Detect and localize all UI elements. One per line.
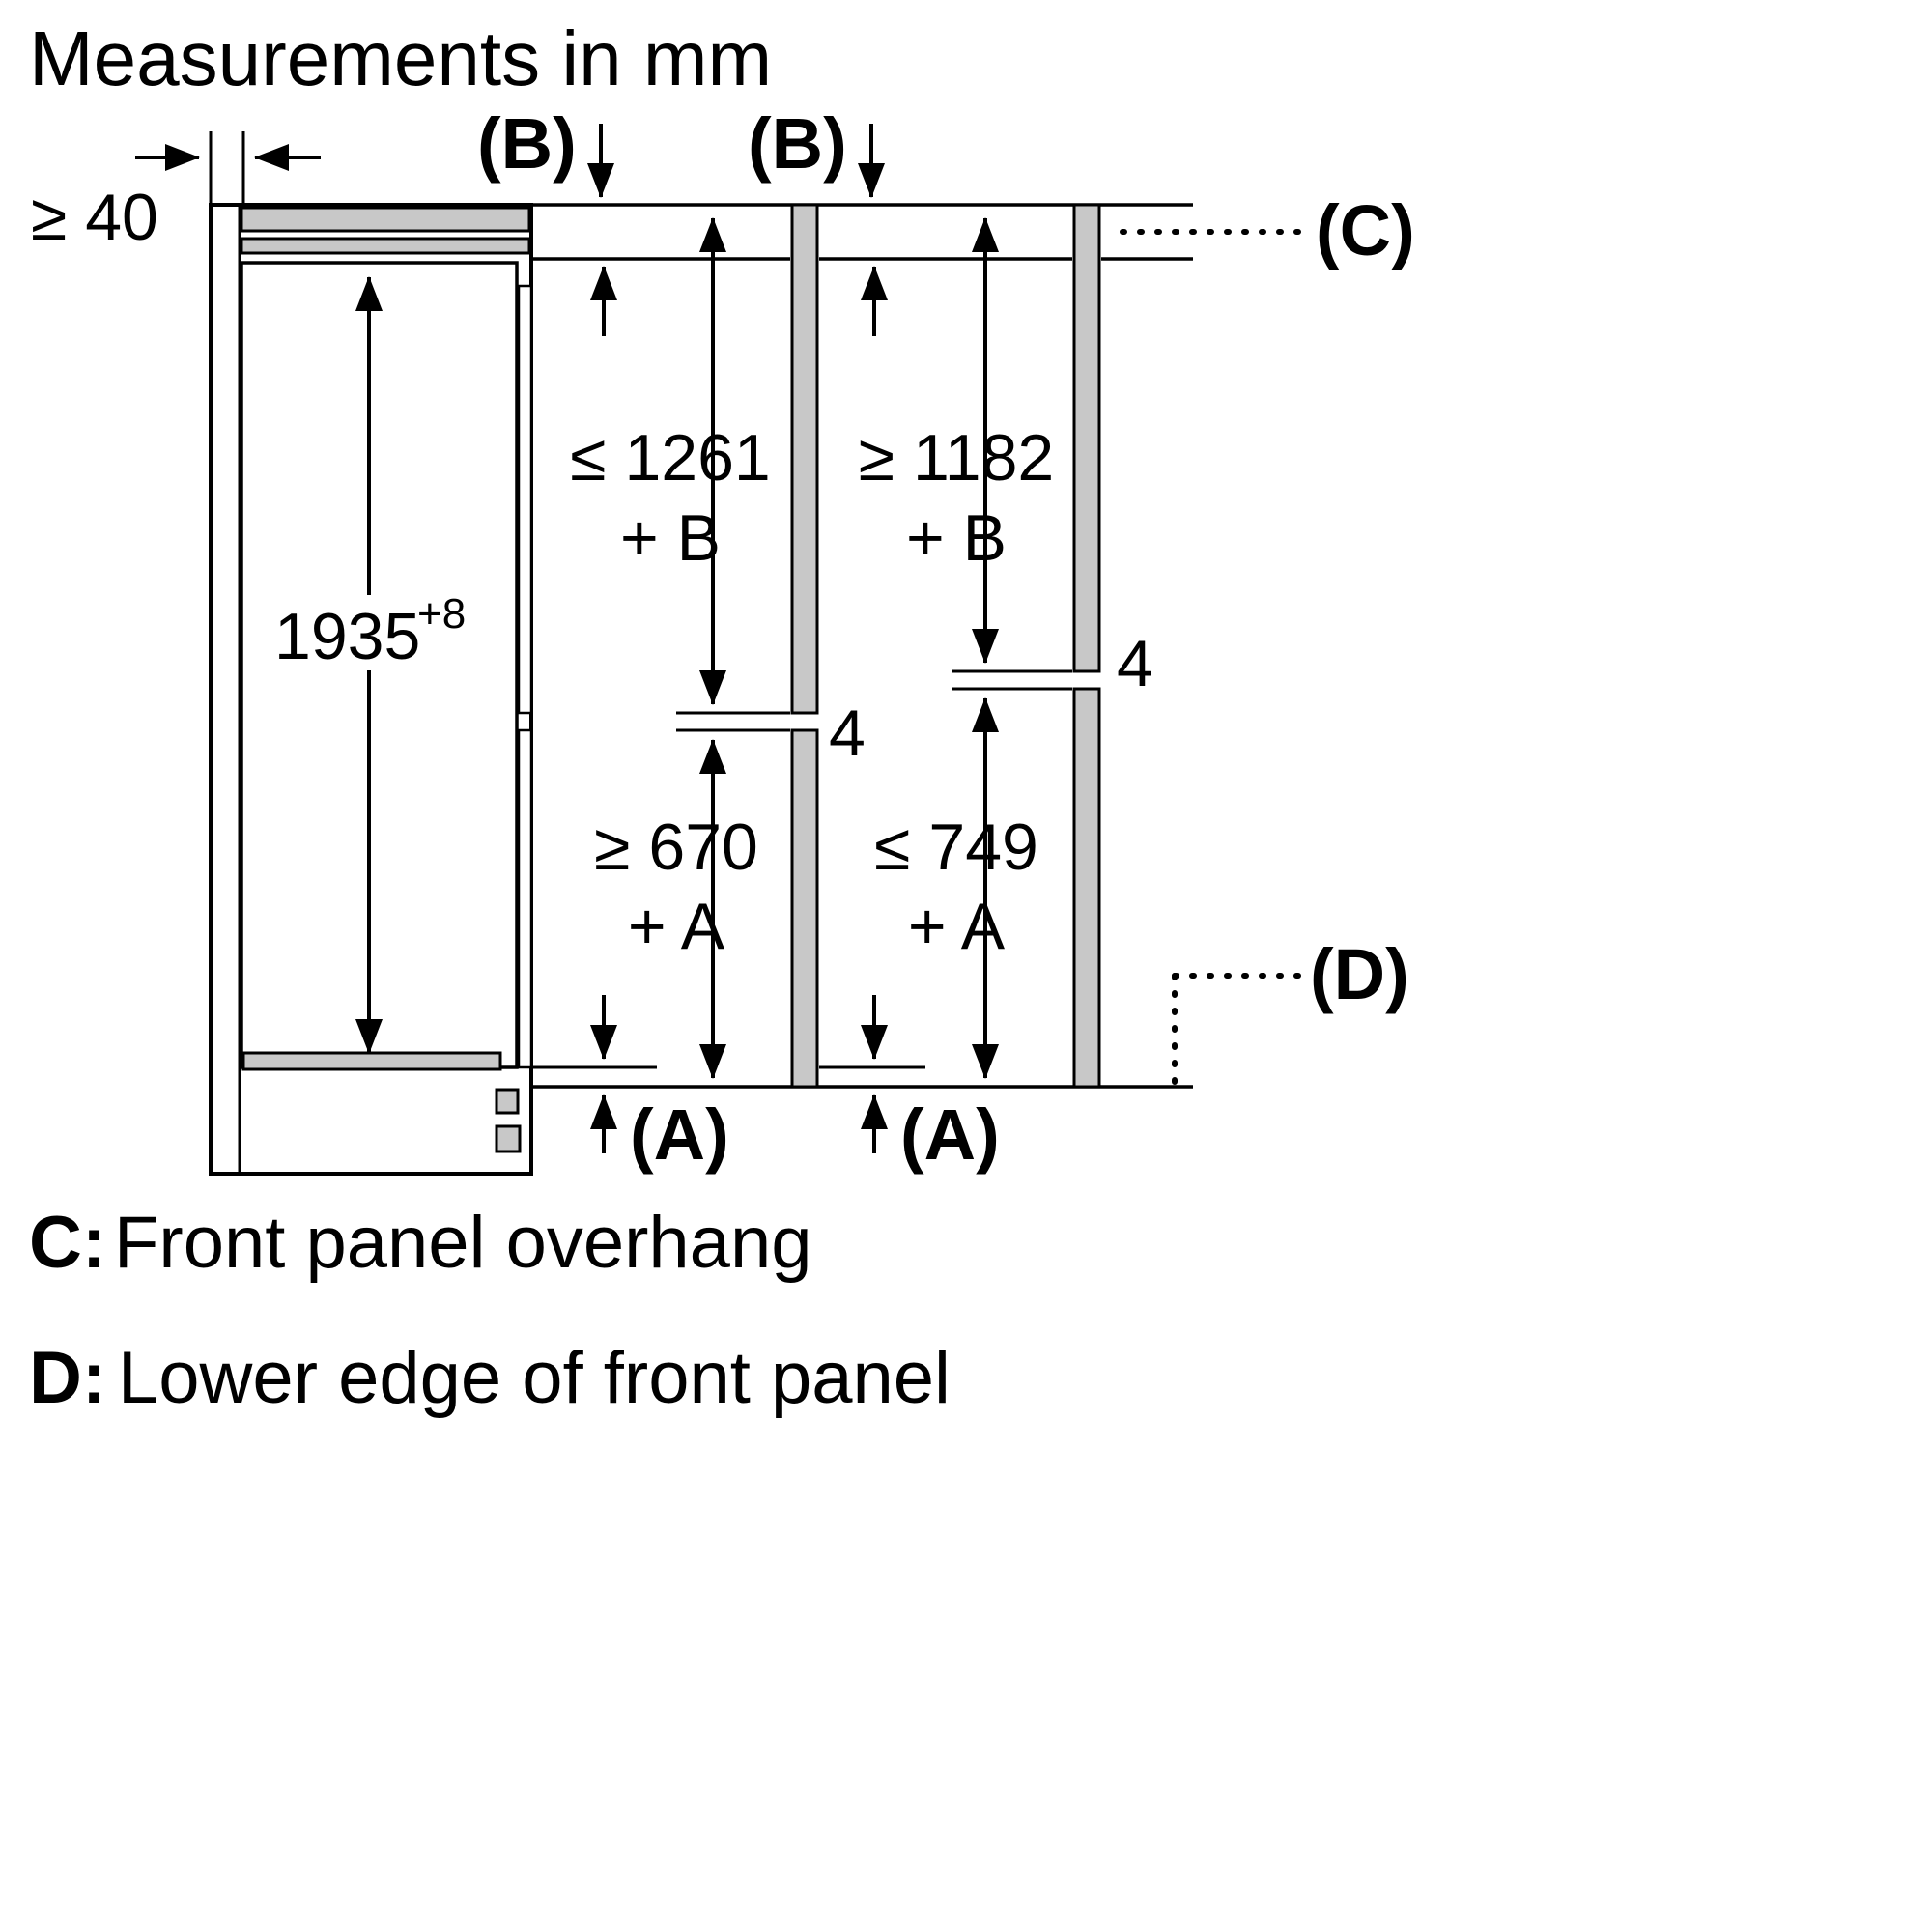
diagram-title: Measurements in mm [29,15,772,101]
legend-d-key: D: [29,1337,106,1419]
label-a-right: (A) [900,1094,1000,1175]
label-b-right: (B) [748,103,847,184]
lower-left-dim-value: ≥ 670 [594,810,758,884]
upper-right-dim-suffix: + B [906,501,1007,575]
adjustment-foot-upper [495,1088,520,1115]
label-b-left: (B) [477,103,577,184]
min-wall-gap-label: ≥ 40 [31,181,158,254]
lower-right-dim-value: ≤ 749 [874,810,1038,884]
upper-left-dim-suffix: + B [620,501,721,575]
niche-height-value: 1935 [274,600,420,673]
front-panel-right-lower [1072,687,1101,1089]
lower-right-dim-suffix: + A [908,890,1006,963]
upper-left-dim-value: ≤ 1261 [570,421,771,495]
upper-right-dim-value: ≥ 1182 [859,421,1054,495]
front-panel-left-lower [790,728,819,1089]
appliance-base-bar [242,1051,502,1071]
label-c: (C) [1316,190,1415,270]
door-mount-strip-lower [517,728,533,1069]
label-d: (D) [1310,934,1409,1014]
front-panel-right-upper [1072,203,1101,673]
front-panel-left-upper [790,203,819,715]
height-label-mask [267,595,497,670]
niche-height-tolerance: +8 [417,590,466,638]
adjustment-foot-lower [495,1124,522,1153]
cabinet-top-vent-strip [240,237,531,255]
label-a-left: (A) [630,1094,729,1175]
legend-d-text: Lower edge of front panel [118,1337,951,1419]
lower-left-dim-suffix: + A [628,890,725,963]
cabinet-top-panel [240,206,531,233]
panel-gap-left-value: 4 [829,696,866,770]
legend-c-text: Front panel overhang [114,1202,811,1284]
door-mount-strip-upper [517,284,533,715]
panel-gap-right-value: 4 [1117,627,1153,700]
legend-c-key: C: [29,1202,106,1284]
